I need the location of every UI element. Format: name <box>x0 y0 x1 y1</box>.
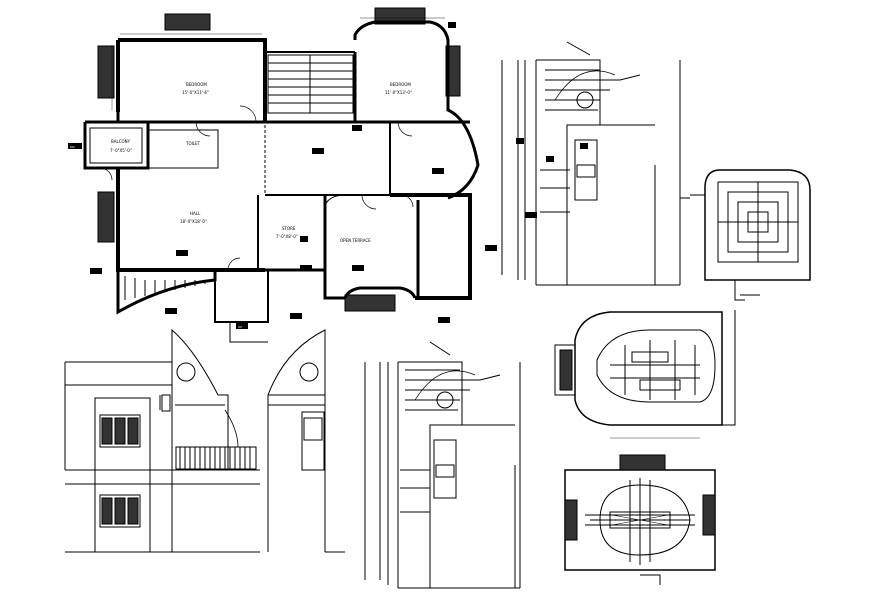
bedroom-1-size: 15'-0"X11'-6" <box>182 90 209 95</box>
section-view <box>267 329 345 553</box>
balcony-label: BALCONY <box>111 139 131 144</box>
tag-boxes <box>68 22 588 329</box>
tag-a: DN <box>70 145 75 149</box>
tower-plan-top <box>680 169 811 301</box>
bedroom-1-label: BEDROOM <box>186 82 207 87</box>
elevation-view <box>64 328 260 553</box>
tag-b: UP <box>238 325 242 329</box>
open-terrace-label: OPEN TERRACE <box>340 238 371 243</box>
balcony-size: 7'-0"X5'-0" <box>110 148 132 153</box>
floor-plan <box>83 7 480 343</box>
store-size: 7'-0"X8'-0" <box>276 234 298 239</box>
staircase <box>267 54 354 114</box>
window-elevation <box>99 414 141 528</box>
ornament-plan-bottom <box>564 454 716 585</box>
toilet-label: TOILET <box>185 141 201 146</box>
room-labels: BEDROOM 15'-0"X11'-6" BEDROOM 11'-0"X13'… <box>70 82 412 329</box>
window-hatch <box>97 191 115 243</box>
stair-detail-bottom <box>364 341 521 589</box>
hall-size: 18'-0"X18'-0" <box>180 219 207 224</box>
bedroom-2-label: BEDROOM <box>390 82 411 87</box>
window-hatch <box>164 13 211 31</box>
hall-label: HALL <box>190 211 201 216</box>
window-hatch <box>97 45 115 99</box>
ornament-plan-middle <box>554 310 736 439</box>
store-label: STORE <box>282 226 296 231</box>
stair-detail-top <box>501 41 681 286</box>
bedroom-2-size: 11'-0"X13'-0" <box>385 90 412 95</box>
window-hatch <box>374 7 426 25</box>
window-hatch <box>344 294 396 312</box>
